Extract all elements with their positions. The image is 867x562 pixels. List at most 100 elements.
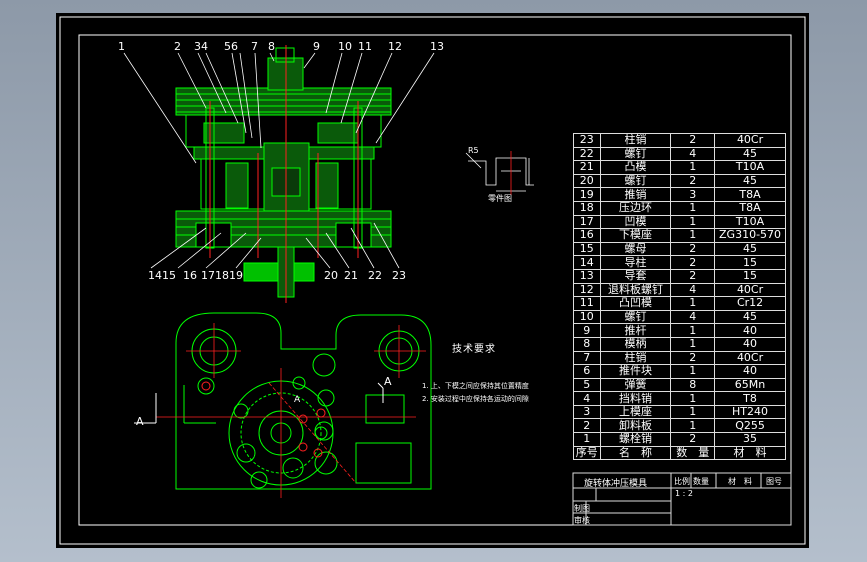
table-cell: 螺钉 [599, 173, 672, 189]
inner-border [78, 34, 792, 526]
callout-56: 56 [224, 40, 238, 53]
table-cell: 1 [670, 364, 716, 379]
table-cell: 3 [573, 404, 601, 420]
table-cell: T8 [714, 391, 786, 406]
table-cell: T8A [714, 187, 786, 202]
title-block-qty-label: 数量 [693, 477, 709, 486]
table-cell: T10A [714, 160, 786, 175]
table-cell: Cr12 [714, 296, 786, 311]
section-cut-marks [134, 382, 384, 424]
table-cell: ZG310-570 [714, 228, 786, 243]
table-cell: 1 [670, 391, 716, 406]
table-cell: 4 [670, 146, 716, 162]
section-label-a-mid: A [294, 395, 301, 405]
table-cell: 2 [670, 268, 716, 284]
table-cell: 4 [573, 391, 601, 406]
callout-19: 9 [236, 269, 243, 282]
table-cell: 1 [670, 228, 716, 243]
table-cell: 螺母 [599, 241, 672, 257]
table-cell: 17 [573, 214, 601, 230]
table-cell: 40 [714, 364, 786, 379]
table-cell: 7 [573, 350, 601, 366]
table-cell: 1 [670, 323, 716, 338]
callout-8: 8 [268, 40, 275, 53]
callout-13: 13 [430, 40, 444, 53]
table-cell: 2 [573, 418, 601, 434]
table-header-cell: 材 料 [714, 445, 786, 461]
table-cell: 20 [573, 173, 601, 189]
table-cell: 40 [714, 323, 786, 338]
detail-caption: 零件图 [488, 194, 512, 203]
table-cell: 卸料板 [599, 418, 672, 434]
plan-centerlines [156, 323, 426, 498]
table-header-cell: 名 称 [599, 445, 672, 461]
title-block-lines [572, 472, 792, 526]
table-cell: 螺钉 [599, 146, 672, 162]
table-cell: 4 [670, 309, 716, 325]
table-cell: 螺栓销 [599, 432, 672, 447]
table-cell: 2 [670, 432, 716, 447]
table-cell: 1 [670, 418, 716, 434]
table-cell: 15 [714, 255, 786, 270]
table-cell: 12 [573, 282, 601, 298]
table-cell: 35 [714, 432, 786, 447]
table-cell: 14 [573, 255, 601, 270]
table-cell: 退料板螺钉 [599, 282, 672, 298]
title-block-drawn-label: 制图 [574, 504, 590, 513]
callout-34: 34 [194, 40, 208, 53]
table-cell: 15 [573, 241, 601, 257]
table-cell: 凸凹模 [599, 296, 672, 311]
table-cell: 1 [670, 404, 716, 420]
cad-drawing [59, 16, 806, 545]
title-block-drawing-no-label: 图号 [766, 477, 782, 486]
callout-22: 22 [368, 269, 382, 282]
table-cell: 导柱 [599, 255, 672, 270]
table-cell: 螺钉 [599, 309, 672, 325]
table-cell: 40 [714, 336, 786, 352]
table-cell: 凸模 [599, 160, 672, 175]
callout-7: 7 [251, 40, 258, 53]
tech-item-2: 2. 安装过程中应保持各运动的间隙 [422, 395, 529, 403]
table-header-row: 序号名 称数 量材 料 [573, 445, 786, 461]
section-label-a-left: A [136, 415, 144, 428]
tech-title: 技术要求 [452, 344, 496, 355]
title-block-material-label: 材 料 [728, 477, 752, 486]
table-cell: 22 [573, 146, 601, 162]
table-cell: 40Cr [714, 133, 786, 148]
callout-9: 9 [313, 40, 320, 53]
drawing-canvas[interactable]: 1 2 34 56 7 8 9 10 11 12 13 1415 16 1718… [56, 13, 809, 548]
table-cell: 13 [573, 268, 601, 284]
title-block-scale-label: 比例 [674, 477, 690, 486]
detail-part [465, 152, 534, 192]
table-cell: 6 [573, 364, 601, 379]
table-cell: 下模座 [599, 228, 672, 243]
table-cell: 9 [573, 323, 601, 338]
table-cell: 45 [714, 241, 786, 257]
table-header-cell: 数 量 [670, 445, 716, 461]
table-cell: 18 [573, 200, 601, 216]
table-cell: 1 [670, 160, 716, 175]
table-cell: 推销 [599, 187, 672, 202]
table-cell: 4 [670, 282, 716, 298]
table-cell: 8 [670, 377, 716, 393]
table-header-cell: 序号 [573, 445, 601, 461]
